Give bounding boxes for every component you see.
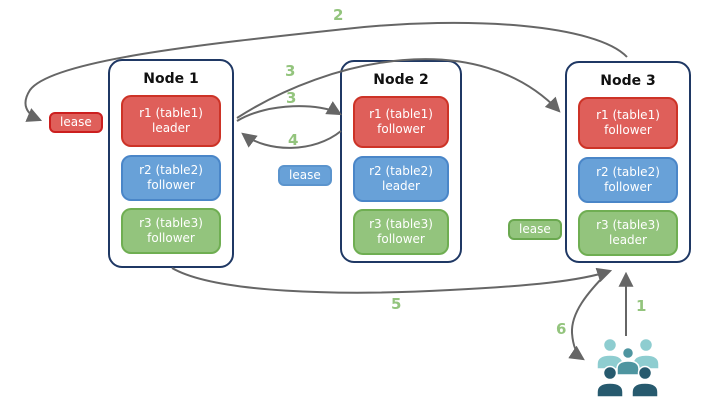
replica-role: leader [608, 233, 647, 247]
replica-role: follower [147, 178, 195, 192]
node-1-replica-r1: r1 (table1) leader [121, 95, 221, 147]
replica-name: r2 (table2) [139, 163, 203, 177]
replica-name: r3 (table3) [596, 218, 660, 232]
node-2-replica-r3: r3 (table3) follower [353, 209, 449, 255]
lease-badge-r1: lease [49, 112, 103, 133]
node-2-replica-r1: r1 (table1) follower [353, 96, 449, 148]
node-1-replica-r2: r2 (table2) follower [121, 155, 221, 201]
step-label-1: 1 [636, 297, 647, 315]
node-3-replica-r1: r1 (table1) follower [578, 97, 678, 149]
replica-name: r1 (table1) [596, 108, 660, 122]
users-icon [596, 337, 660, 398]
node-2-replica-r2: r2 (table2) leader [353, 156, 449, 202]
replica-role: follower [377, 122, 425, 136]
step-label-5: 5 [391, 295, 402, 313]
arrow-step-6 [568, 271, 609, 361]
replica-role: follower [147, 231, 195, 245]
replica-name: r3 (table3) [369, 217, 433, 231]
replica-role: follower [377, 232, 425, 246]
node-3-replica-r2: r2 (table2) follower [578, 157, 678, 203]
node-1-replica-r3: r3 (table3) follower [121, 208, 221, 254]
step-label-6: 6 [556, 320, 567, 338]
step-label-2: 2 [333, 6, 344, 24]
replica-name: r1 (table1) [369, 107, 433, 121]
node-1: Node 1 r1 (table1) leader r2 (table2) fo… [108, 59, 234, 268]
step-label-4: 4 [288, 131, 299, 149]
node-3-title: Node 3 [600, 73, 656, 89]
node-2-title: Node 2 [373, 72, 429, 88]
replica-role: leader [381, 179, 420, 193]
arrow-step-5 [171, 267, 613, 294]
arrow-step-3-to-node2 [236, 101, 342, 122]
step-label-3a: 3 [285, 62, 296, 80]
node-2: Node 2 r1 (table1) follower r2 (table2) … [340, 60, 462, 263]
node-3-replica-r3: r3 (table3) leader [578, 210, 678, 256]
node-3: Node 3 r1 (table1) follower r2 (table2) … [565, 61, 691, 263]
replica-name: r3 (table3) [139, 216, 203, 230]
replica-role: leader [151, 121, 190, 135]
replica-role: follower [604, 123, 652, 137]
step-label-3b: 3 [286, 89, 297, 107]
replica-name: r1 (table1) [139, 106, 203, 120]
replica-name: r2 (table2) [596, 165, 660, 179]
lease-badge-r2: lease [278, 165, 332, 186]
replica-role: follower [604, 180, 652, 194]
replica-name: r2 (table2) [369, 164, 433, 178]
lease-badge-r3: lease [508, 219, 562, 240]
node-1-title: Node 1 [143, 71, 199, 87]
